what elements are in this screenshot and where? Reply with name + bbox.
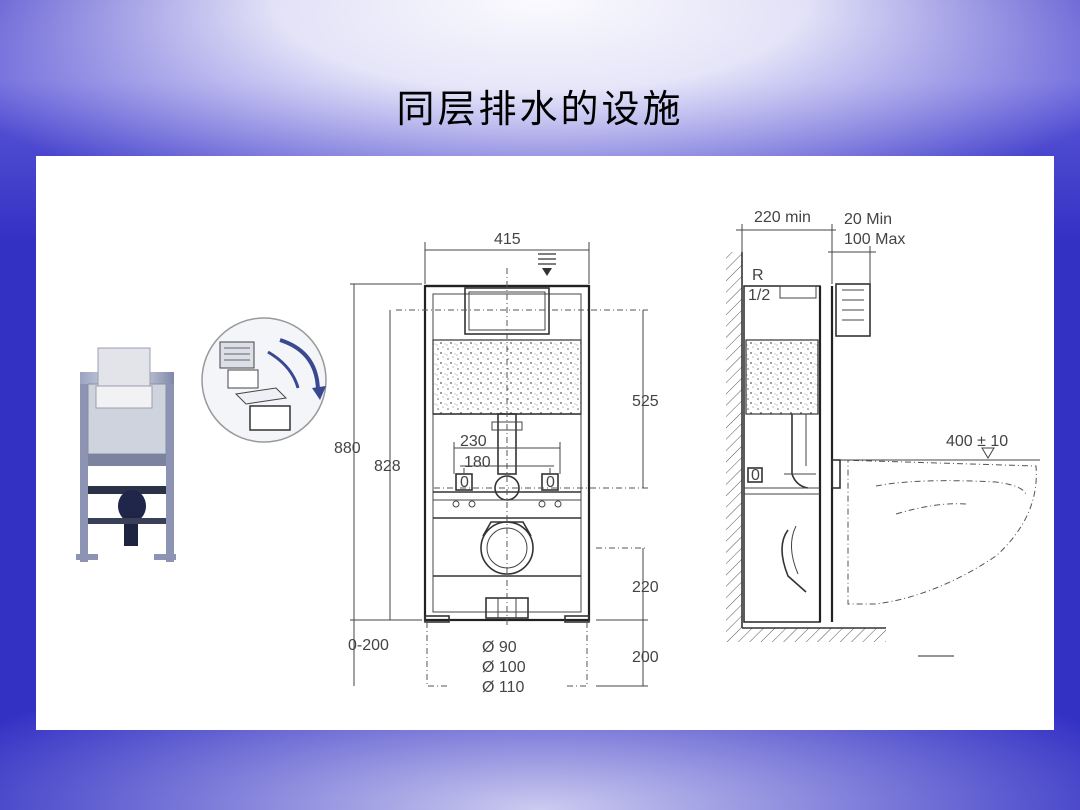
fitting-label-right: 0: [546, 474, 555, 491]
front-view: 0 0: [334, 231, 659, 696]
dim-height-total: 880: [334, 440, 361, 457]
slide-title: 同层排水的设施: [396, 87, 684, 131]
front-dimensions: 415 880 828 525 220 200: [334, 231, 659, 696]
dim-offset-max: 100 Max: [844, 231, 905, 248]
side-dimensions: 220 min 20 Min 100 Max R 1/2 400 ± 10: [736, 209, 1008, 450]
dim-offset-min: 20 Min: [844, 211, 892, 228]
diagram-panel: 0 0: [36, 156, 1054, 730]
pipe-diameter-90: Ø 90: [482, 639, 517, 656]
fitting-label-left: 0: [460, 474, 469, 491]
side-view: 0 220 min: [726, 209, 1040, 657]
dim-width: 415: [494, 231, 521, 248]
frame-photo: [76, 347, 176, 562]
installation-diagram: 0 0: [76, 209, 1040, 696]
side-fitting-label: 0: [751, 467, 760, 484]
dim-depth-min: 220 min: [754, 209, 811, 226]
dim-seat-height: 400 ± 10: [946, 433, 1008, 450]
dim-height-inner: 828: [374, 458, 401, 475]
dim-spacing-inner: 180: [464, 454, 491, 471]
pipe-diameter-110: Ø 110: [482, 679, 525, 696]
button-detail-circle: [201, 317, 327, 443]
inlet-r-label: R: [752, 267, 764, 284]
dim-lower-offset: 200: [632, 649, 659, 666]
dim-tank-height: 525: [632, 393, 659, 410]
dim-spacing-outer: 230: [460, 433, 487, 450]
pipe-diameter-100: Ø 100: [482, 659, 526, 676]
dim-floor-range: 0-200: [348, 637, 389, 654]
dim-bottom-gap: 220: [632, 579, 659, 596]
inlet-size-label: 1/2: [748, 287, 770, 304]
